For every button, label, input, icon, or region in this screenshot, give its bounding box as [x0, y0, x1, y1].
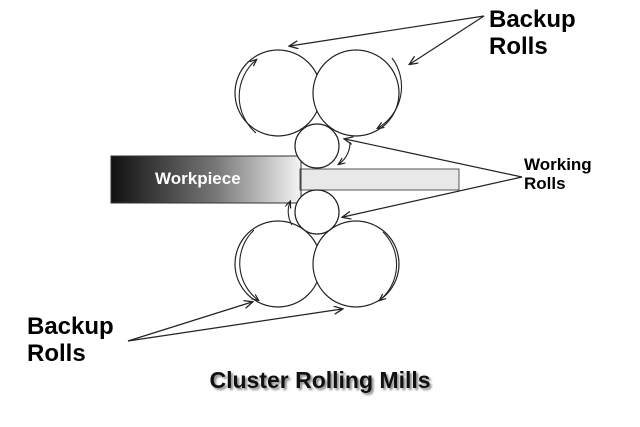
rotation-arrow-top-right: [378, 57, 403, 128]
leader-arrows: [127, 15, 523, 342]
working-roll-top: [294, 123, 340, 169]
rotation-arrow-bottom-right: [380, 231, 398, 300]
rotation-arrow-top-left: [238, 60, 256, 134]
working-rolls: [294, 123, 340, 235]
workpiece-thick-section: [111, 156, 301, 203]
arrow-working-2: [343, 176, 523, 217]
arrow-backup-top-1: [290, 15, 485, 46]
working-rolls-label-line2: Rolls: [524, 174, 566, 194]
backup-rolls-top-label-line2: Rolls: [489, 32, 548, 60]
backup-roll-bottom-left: [234, 220, 322, 308]
backup-rolls-bottom: [234, 220, 400, 308]
workpiece-outline: [110, 155, 302, 204]
working-rolls-label: Working Rolls: [524, 155, 592, 193]
diagram-title: Cluster Rolling Mills: [209, 367, 431, 393]
backup-rolls-top: [234, 49, 400, 137]
rotation-arrow-working-top: [339, 141, 351, 164]
workpiece-thin-section: [299, 168, 460, 191]
workpiece-label: Workpiece: [155, 169, 241, 188]
backup-rolls-bottom-label-line2: Rolls: [27, 339, 86, 367]
arrow-backup-bottom-1: [127, 302, 252, 342]
backup-rolls-top-label-line1: Backup: [489, 6, 576, 33]
backup-rolls-bottom-label: Backup Rolls: [27, 313, 114, 368]
arrow-backup-top-2: [410, 15, 485, 64]
backup-roll-bottom-right: [312, 220, 400, 308]
workpiece: [110, 155, 460, 204]
backup-roll-top-right: [312, 49, 400, 137]
working-roll-bottom: [294, 189, 340, 235]
arrow-working-1: [345, 139, 523, 178]
rotation-arrow-working-bottom: [288, 202, 293, 226]
rotation-arrow-bottom-left: [239, 229, 258, 300]
backup-rolls-top-label: Backup Rolls: [489, 6, 576, 61]
arrow-backup-bottom-2: [127, 309, 342, 342]
working-rolls-label-line1: Working: [524, 155, 592, 174]
backup-roll-top-left: [234, 49, 322, 137]
rotation-arrows: [238, 57, 403, 300]
backup-rolls-bottom-label-line1: Backup: [27, 313, 114, 340]
